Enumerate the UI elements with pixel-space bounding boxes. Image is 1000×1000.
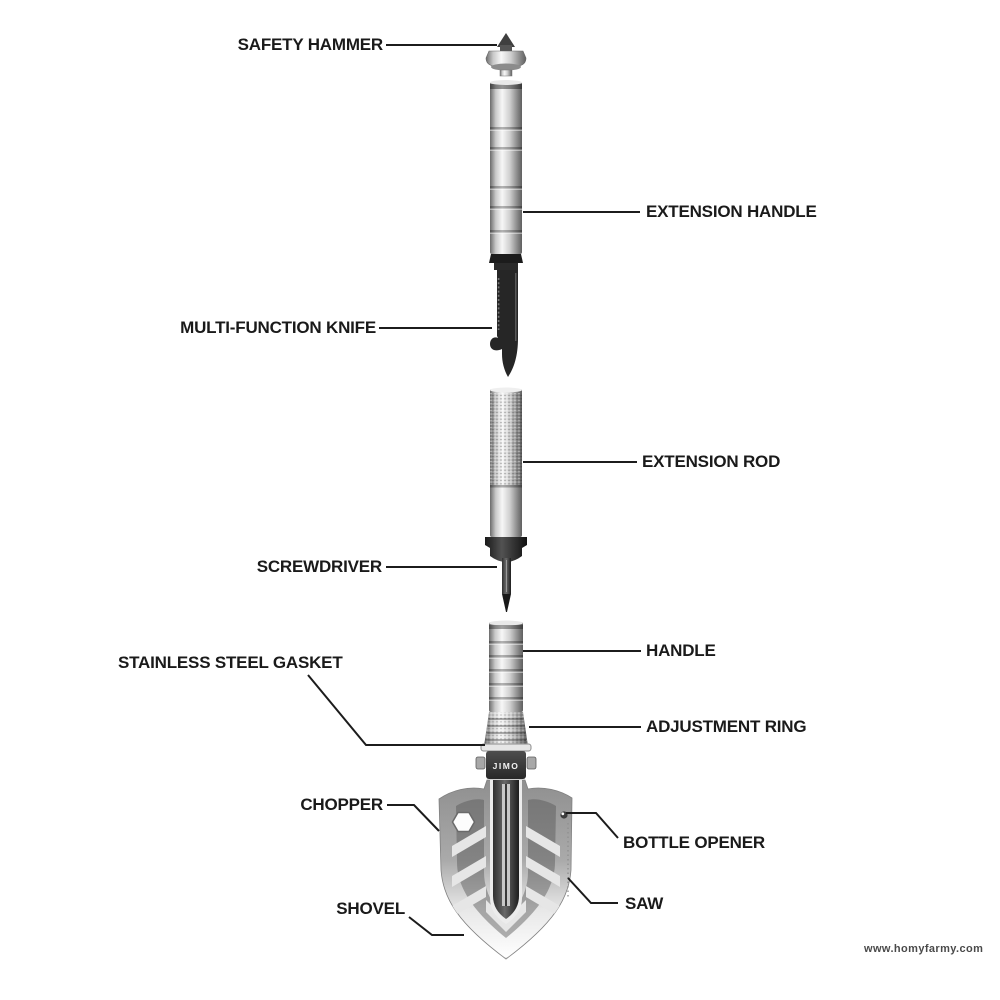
handle-grooves (490, 127, 522, 234)
label-extension-handle: EXTENSION HANDLE (646, 202, 817, 221)
label-bottle-opener: BOTTLE OPENER (623, 833, 765, 852)
label-saw: SAW (625, 894, 664, 913)
label-extension-rod: EXTENSION ROD (642, 452, 781, 471)
label-chopper: CHOPPER (300, 795, 383, 814)
leader-chopper (387, 804, 440, 832)
handle-grip-grooves (489, 641, 523, 701)
rod-knurling (490, 393, 522, 485)
locking-collar-part: JIMO (475, 751, 537, 779)
label-adjustment-ring: ADJUSTMENT RING (646, 717, 807, 736)
shovel-head-part (438, 779, 573, 960)
label-screwdriver: SCREWDRIVER (256, 557, 383, 576)
leader-bottle-opener (566, 812, 619, 839)
label-multi-function-knife: MULTI-FUNCTION KNIFE (180, 318, 376, 337)
leader-stainless-steel-gasket (307, 674, 485, 746)
brand-text: JIMO (493, 761, 520, 771)
stainless-steel-gasket-part (480, 743, 532, 752)
extension-rod-part (485, 387, 527, 562)
blade-chevrons (452, 826, 560, 932)
extension-handle-part (489, 80, 523, 270)
leader-saw (567, 877, 618, 904)
label-safety-hammer: SAFETY HAMMER (237, 35, 384, 54)
safety-hammer-part (485, 33, 527, 77)
adjustment-ring-part (484, 712, 528, 746)
label-stainless-steel-gasket: STAINLESS STEEL GASKET (118, 653, 343, 672)
leader-shovel (408, 916, 464, 936)
screwdriver-part (502, 558, 511, 612)
website-watermark: www.homyfarmy.com (864, 943, 984, 955)
side-bolt-right (526, 756, 537, 770)
label-handle: HANDLE (646, 641, 716, 660)
side-bolt-left (475, 756, 486, 770)
handle-part (489, 620, 523, 712)
hex-wrench-hole (451, 811, 476, 833)
multi-function-knife-part (490, 270, 518, 377)
leader-lines (307, 44, 641, 936)
label-shovel: SHOVEL (336, 899, 405, 918)
